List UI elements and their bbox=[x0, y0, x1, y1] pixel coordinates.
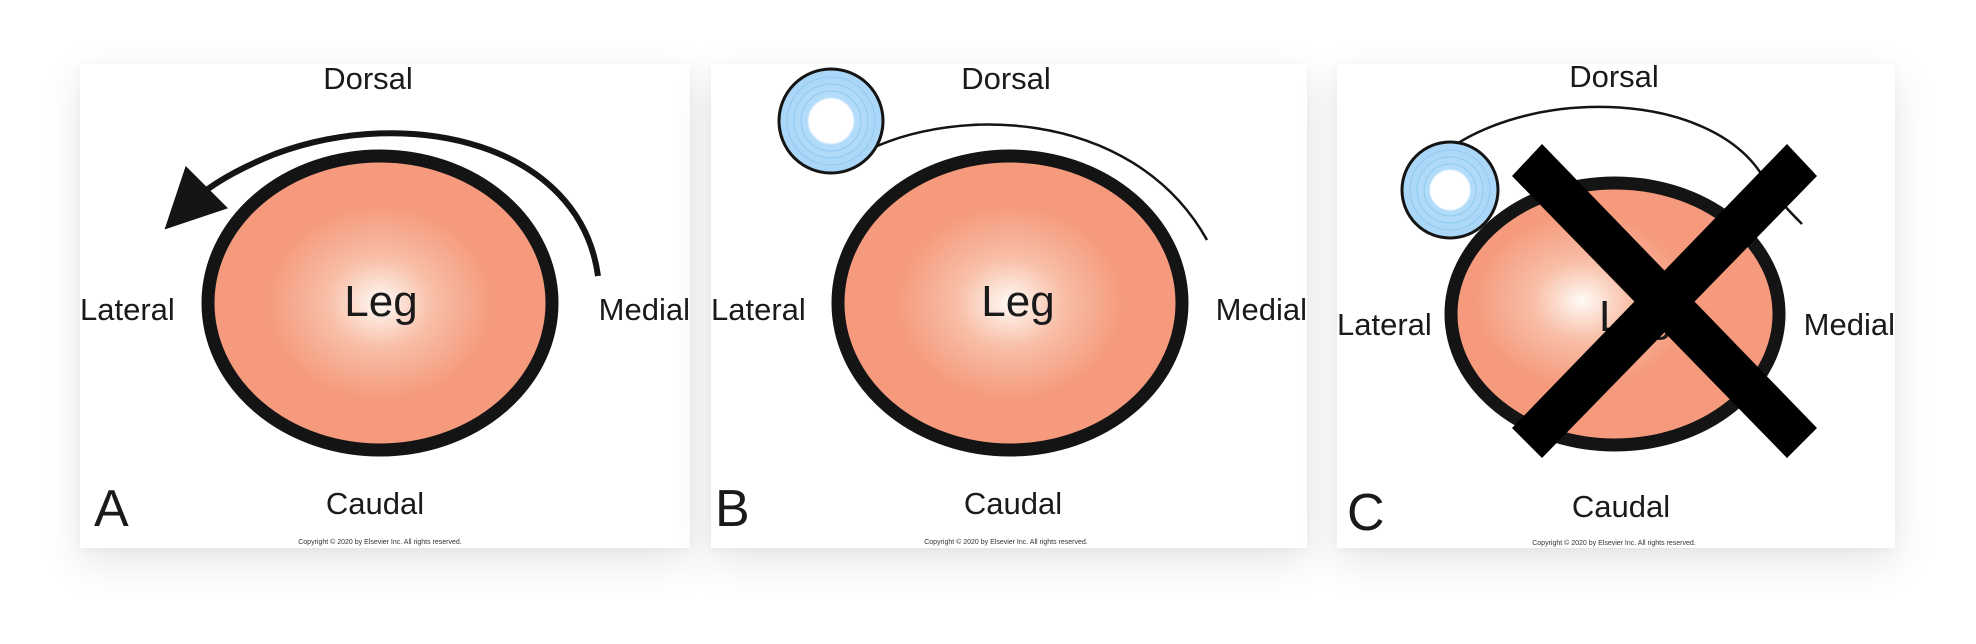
medial-label: Medial bbox=[599, 292, 690, 327]
copyright-text: Copyright © 2020 by Elsevier Inc. All ri… bbox=[1532, 539, 1696, 547]
dorsal-label: Dorsal bbox=[323, 64, 413, 96]
panel-c: Leg Dorsal Lateral Medial Caudal C Copyr… bbox=[1337, 64, 1895, 548]
leg-label: Leg bbox=[344, 277, 417, 326]
leg-cross-section bbox=[201, 149, 559, 457]
bandage-roll bbox=[1400, 140, 1500, 240]
lateral-label: Lateral bbox=[1337, 307, 1432, 342]
leg-label: Leg bbox=[981, 277, 1054, 326]
panel-a: Leg Dorsal Lateral Medial Caudal A Copyr… bbox=[80, 64, 690, 548]
leg-cross-section bbox=[831, 149, 1189, 457]
caudal-label: Caudal bbox=[964, 486, 1062, 521]
panel-c-diagram: Leg Dorsal Lateral Medial Caudal C Copyr… bbox=[1337, 64, 1895, 547]
panel-letter: C bbox=[1347, 484, 1385, 542]
copyright-text: Copyright © 2020 by Elsevier Inc. All ri… bbox=[298, 538, 462, 546]
wrap-direction-arrow bbox=[164, 130, 601, 277]
copyright-text: Copyright © 2020 by Elsevier Inc. All ri… bbox=[924, 538, 1088, 546]
dorsal-label: Dorsal bbox=[961, 64, 1051, 96]
incorrect-cross-mark-icon bbox=[1512, 144, 1817, 458]
bandage-strip bbox=[851, 123, 1209, 241]
caudal-label: Caudal bbox=[326, 486, 424, 521]
panel-b-diagram: Leg Dorsal Lateral Medial Caudal B Copyr… bbox=[711, 64, 1307, 546]
panel-letter: A bbox=[94, 480, 129, 538]
lateral-label: Lateral bbox=[80, 292, 175, 327]
panel-letter: B bbox=[715, 480, 750, 538]
caudal-label: Caudal bbox=[1572, 489, 1670, 524]
lateral-label: Lateral bbox=[711, 292, 806, 327]
panel-a-diagram: Leg Dorsal Lateral Medial Caudal A Copyr… bbox=[80, 64, 690, 546]
panel-b: Leg Dorsal Lateral Medial Caudal B Copyr… bbox=[711, 64, 1307, 548]
medial-label: Medial bbox=[1804, 307, 1895, 342]
medial-label: Medial bbox=[1216, 292, 1307, 327]
dorsal-label: Dorsal bbox=[1569, 64, 1659, 94]
bandage-roll bbox=[777, 67, 885, 175]
